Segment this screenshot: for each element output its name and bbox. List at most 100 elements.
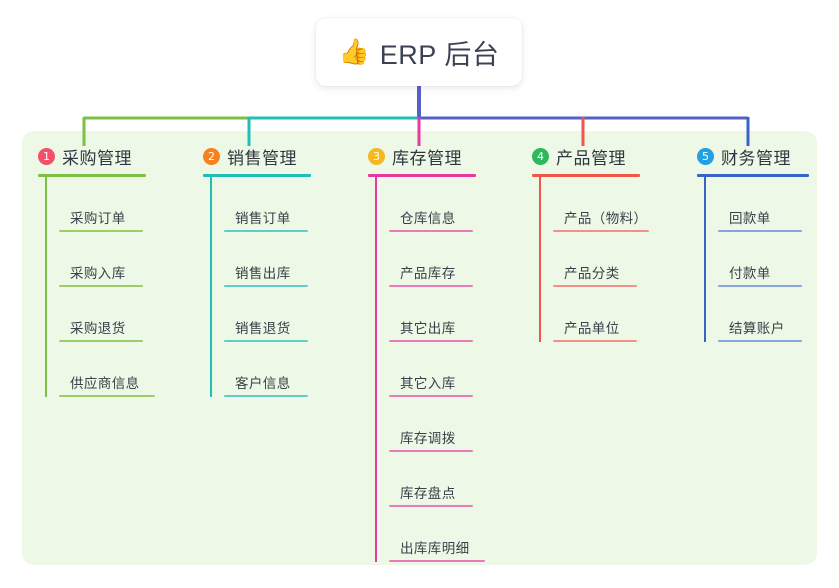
branch-number-badge: 5 [697,147,714,165]
leaf-label: 客户信息 [235,376,291,391]
leaf-label: 结算账户 [729,321,785,336]
leaf-underline [718,230,802,232]
leaf-underline [389,395,473,397]
branch-underline [203,174,311,177]
leaf-underline [59,230,143,232]
branch-column-4[interactable]: 4 产品管理产品（物料） 产品分类产品单位 [532,143,649,342]
leaf-item[interactable]: 库存调拨 [389,397,476,452]
branch-number-badge: 1 [38,147,55,165]
leaf-label: 库存调拨 [400,431,456,446]
leaf-item[interactable]: 结算账户 [718,287,809,342]
leaf-label: 供应商信息 [70,376,140,391]
leaf-item[interactable]: 回款单 [718,177,809,232]
leaf-item[interactable]: 销售出库 [224,232,311,287]
leaf-underline [224,340,308,342]
branch-header[interactable]: 5 财务管理 [697,143,809,169]
branch-header[interactable]: 1 采购管理 [38,143,146,169]
leaf-underline [389,340,473,342]
leaf-underline [224,285,308,287]
leaf-underline [389,230,473,232]
leaf-label: 产品单位 [564,321,620,336]
branch-underline [532,174,640,177]
branch-spine [539,177,541,342]
leaf-item[interactable]: 供应商信息 [59,342,155,397]
leaf-item[interactable]: 销售退货 [224,287,311,342]
branch-header[interactable]: 3 库存管理 [368,143,476,169]
branch-header[interactable]: 2 销售管理 [203,143,311,169]
leaf-item[interactable]: 采购订单 [59,177,146,232]
leaf-item[interactable]: 产品（物料） [553,177,649,232]
branch-underline [697,174,809,177]
leaf-label: 采购订单 [70,211,126,226]
leaf-list: 仓库信息产品库存其它出库其它入库库存调拨库存盘点出库库明细 [375,177,485,562]
leaf-underline [553,230,649,232]
leaf-item[interactable]: 产品库存 [389,232,476,287]
leaf-list: 产品（物料） 产品分类产品单位 [539,177,649,342]
branch-spine [704,177,706,342]
diagram-background-panel [22,131,817,565]
leaf-underline [224,395,308,397]
leaf-underline [224,230,308,232]
leaf-label: 库存盘点 [400,486,456,501]
leaf-label: 回款单 [729,211,771,226]
leaf-label: 产品库存 [400,266,456,281]
leaf-underline [553,340,637,342]
root-node-label: ERP 后台 [379,39,500,70]
leaf-label: 其它入库 [400,376,456,391]
leaf-item[interactable]: 仓库信息 [389,177,476,232]
branch-title: 采购管理 [62,148,132,168]
branch-title: 库存管理 [392,148,462,168]
branch-header[interactable]: 4 产品管理 [532,143,647,169]
branch-underline [38,174,146,177]
leaf-item[interactable]: 销售订单 [224,177,311,232]
leaf-item[interactable]: 其它入库 [389,342,476,397]
leaf-label: 采购退货 [70,321,126,336]
leaf-label: 其它出库 [400,321,456,336]
leaf-underline [389,560,485,562]
leaf-underline [553,285,637,287]
branch-title: 产品管理 [556,148,626,168]
branch-spine [210,177,212,397]
leaf-underline [718,285,802,287]
thumbs-up-icon: 👍 [338,37,370,66]
leaf-underline [389,285,473,287]
branch-number-badge: 3 [368,147,385,165]
leaf-underline [59,395,155,397]
leaf-item[interactable]: 采购退货 [59,287,146,342]
branch-column-2[interactable]: 2 销售管理销售订单销售出库销售退货客户信息 [203,143,311,397]
branch-underline [368,174,476,177]
leaf-underline [389,450,473,452]
leaf-item[interactable]: 付款单 [718,232,809,287]
branch-title: 财务管理 [721,148,791,168]
branch-spine [375,177,377,562]
leaf-label: 付款单 [729,266,771,281]
leaf-item[interactable]: 采购入库 [59,232,146,287]
leaf-item[interactable]: 库存盘点 [389,452,476,507]
leaf-item[interactable]: 产品单位 [553,287,647,342]
leaf-underline [59,285,143,287]
leaf-label: 销售出库 [235,266,291,281]
branch-number-badge: 4 [532,147,549,165]
branch-column-5[interactable]: 5 财务管理回款单付款单结算账户 [697,143,809,342]
leaf-list: 采购订单采购入库采购退货供应商信息 [45,177,155,397]
branch-column-1[interactable]: 1 采购管理采购订单采购入库采购退货供应商信息 [38,143,155,397]
leaf-list: 回款单付款单结算账户 [704,177,809,342]
leaf-label: 产品（物料） [564,211,648,226]
leaf-item[interactable]: 出库库明细 [389,507,485,562]
leaf-label: 销售订单 [235,211,291,226]
branch-column-3[interactable]: 3 库存管理仓库信息产品库存其它出库其它入库库存调拨库存盘点出库库明细 [368,143,485,562]
leaf-label: 销售退货 [235,321,291,336]
branch-number-badge: 2 [203,147,220,165]
leaf-item[interactable]: 客户信息 [224,342,311,397]
leaf-item[interactable]: 其它出库 [389,287,476,342]
root-node[interactable]: 👍 ERP 后台 [316,18,522,86]
leaf-list: 销售订单销售出库销售退货客户信息 [210,177,311,397]
leaf-item[interactable]: 产品分类 [553,232,647,287]
branch-title: 销售管理 [227,148,297,168]
leaf-label: 出库库明细 [400,541,470,556]
leaf-underline [59,340,143,342]
branch-spine [45,177,47,397]
leaf-label: 产品分类 [564,266,620,281]
leaf-label: 采购入库 [70,266,126,281]
